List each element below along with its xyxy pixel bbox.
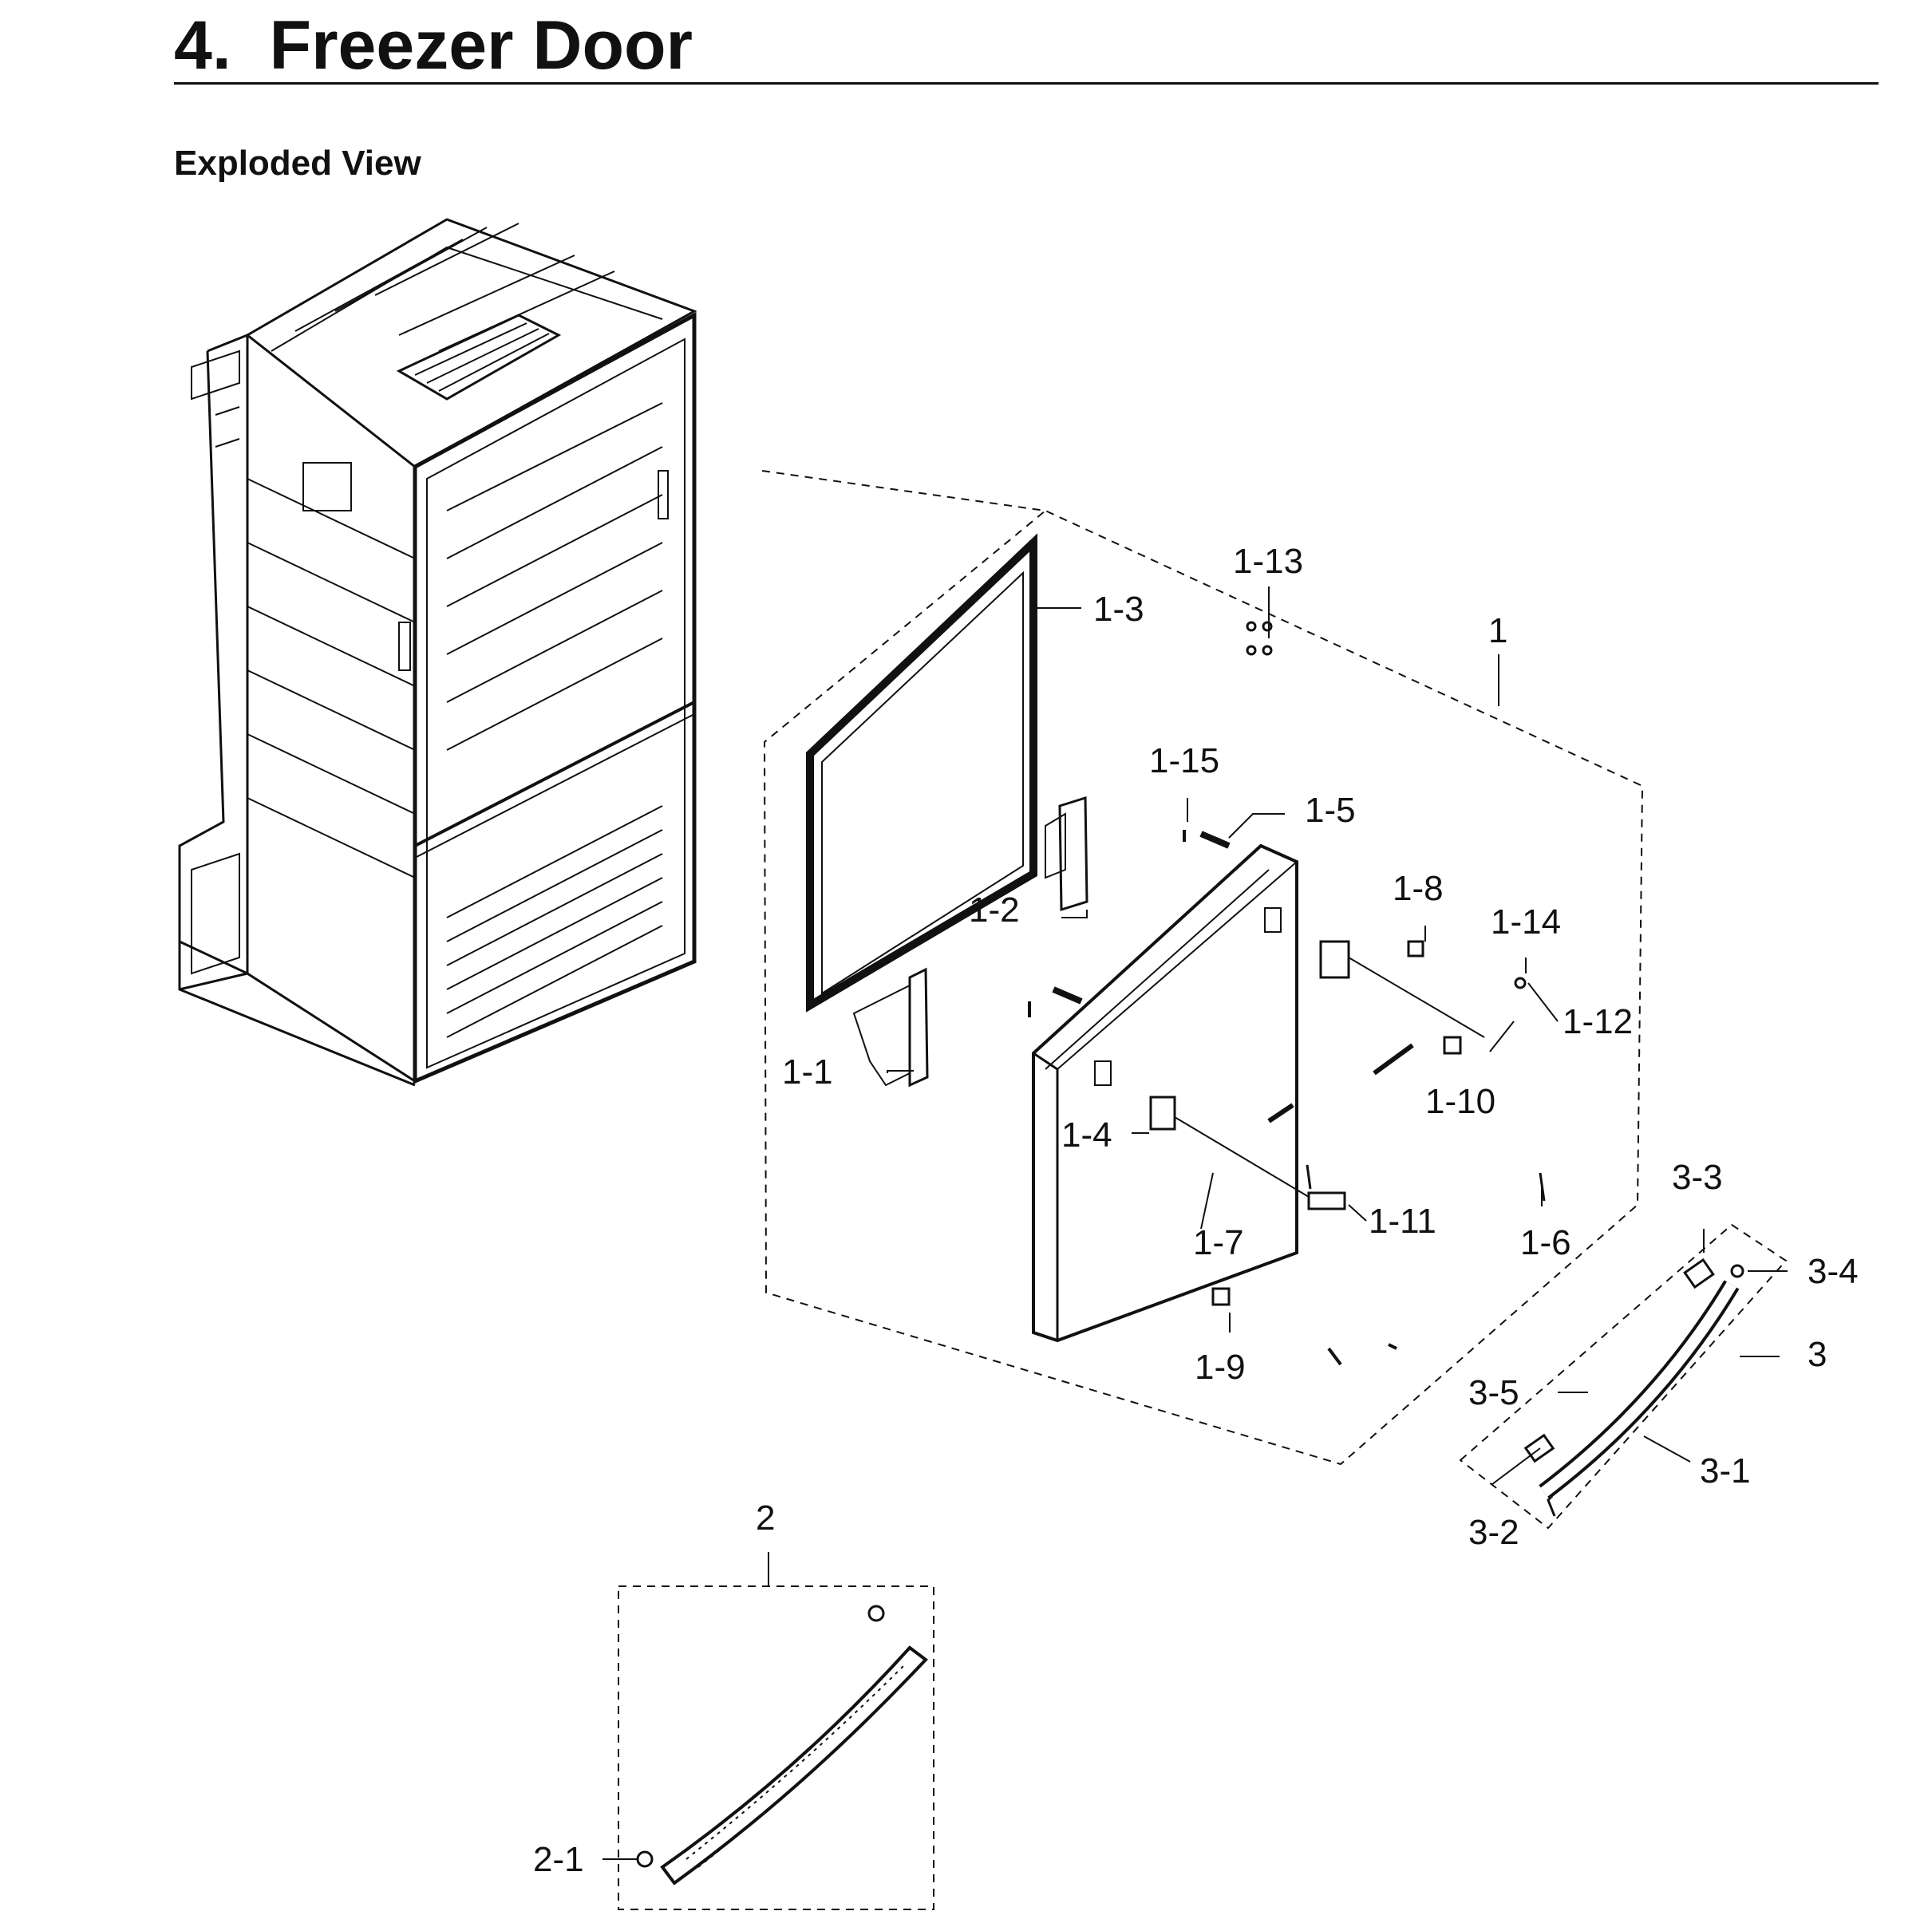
leader-lines bbox=[603, 586, 1788, 1860]
freezer-door-panel bbox=[1032, 843, 1298, 1343]
door-gasket bbox=[806, 533, 1037, 1013]
callout-1-3: 1-3 bbox=[1093, 590, 1144, 629]
hinge-plate-1-4-left bbox=[1149, 1096, 1176, 1131]
door-stop-1-5 bbox=[1199, 831, 1231, 849]
assembly-2-boundary bbox=[618, 1585, 934, 1910]
callout-3: 3 bbox=[1808, 1335, 1827, 1374]
page-title: 4. Freezer Door bbox=[174, 6, 693, 85]
assembly-3-boundary bbox=[1459, 1223, 1788, 1530]
section-number: 4. bbox=[174, 7, 231, 84]
callout-labels: 1-3 1-13 1 1-15 1-5 1-2 1-8 1-14 1-12 1-… bbox=[533, 542, 1859, 1879]
hinge-plate-1-4-right bbox=[1319, 940, 1350, 979]
title-underline bbox=[174, 82, 1879, 85]
callout-1-2: 1-2 bbox=[969, 890, 1020, 930]
callout-3-3: 3-3 bbox=[1672, 1158, 1723, 1197]
view-subtitle: Exploded View bbox=[174, 144, 421, 183]
callout-1-4: 1-4 bbox=[1061, 1115, 1112, 1155]
callout-1-11: 1-11 bbox=[1369, 1202, 1436, 1241]
callout-1-1: 1-1 bbox=[782, 1052, 833, 1092]
callout-3-1: 3-1 bbox=[1700, 1451, 1751, 1491]
callout-1-15: 1-15 bbox=[1149, 741, 1219, 780]
callout-1-8: 1-8 bbox=[1393, 869, 1444, 908]
callout-2: 2 bbox=[756, 1498, 775, 1538]
screws-1-13 bbox=[1246, 621, 1273, 656]
lower-hinge-bracket bbox=[852, 967, 929, 1088]
callout-1-12: 1-12 bbox=[1563, 1002, 1633, 1041]
refrigerator-cabinet bbox=[178, 218, 697, 1087]
callout-2-1: 2-1 bbox=[533, 1840, 584, 1879]
callout-3-4: 3-4 bbox=[1808, 1252, 1859, 1291]
upper-hinge-bracket bbox=[1045, 796, 1088, 912]
callout-3-2: 3-2 bbox=[1468, 1513, 1519, 1552]
callout-1: 1 bbox=[1488, 611, 1507, 650]
callout-1-9: 1-9 bbox=[1195, 1348, 1246, 1387]
callout-3-5: 3-5 bbox=[1468, 1373, 1519, 1412]
assembly-1-boundary bbox=[761, 470, 1644, 1466]
section-title: Freezer Door bbox=[269, 7, 693, 84]
callout-1-14: 1-14 bbox=[1491, 902, 1561, 942]
callout-1-7: 1-7 bbox=[1193, 1223, 1244, 1262]
callout-1-10: 1-10 bbox=[1425, 1082, 1495, 1121]
callout-1-13: 1-13 bbox=[1233, 542, 1303, 581]
callout-1-5: 1-5 bbox=[1305, 791, 1356, 830]
callout-1-6: 1-6 bbox=[1520, 1223, 1571, 1262]
